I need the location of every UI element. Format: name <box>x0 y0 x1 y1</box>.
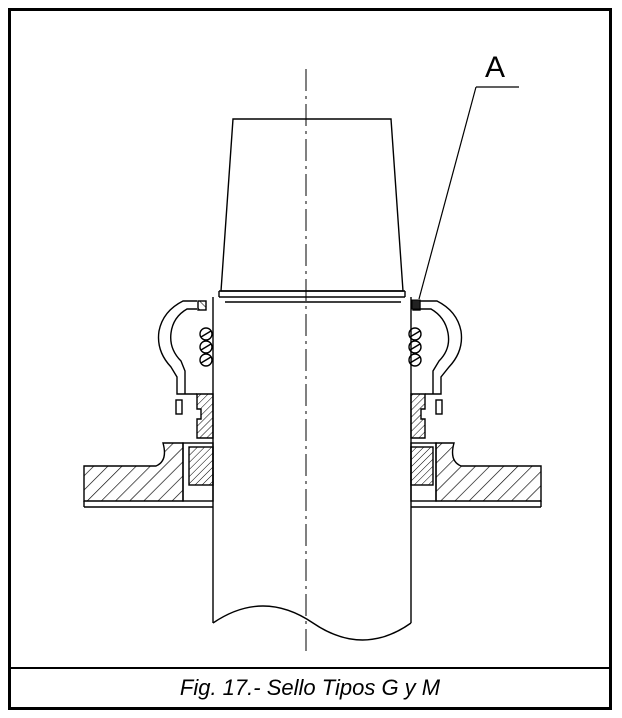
impeller-hub <box>220 118 404 292</box>
seal-cross-section-drawing: A <box>83 51 542 651</box>
spring-cage-left <box>157 300 197 395</box>
seal-face-right <box>410 393 426 439</box>
caption-band: Fig. 17.- Sello Tipos G y M <box>11 667 609 707</box>
tab-right <box>435 399 443 415</box>
part-a-marker <box>411 299 421 310</box>
housing-right <box>411 442 542 508</box>
figure-caption: Fig. 17.- Sello Tipos G y M <box>179 675 441 700</box>
seal-face-left <box>196 393 214 439</box>
figure-frame: A Fig. 17.- Sello Tipos G y M <box>8 8 612 710</box>
shaft <box>212 297 412 641</box>
retainer-ring-left <box>197 300 207 311</box>
seat-insert-left <box>188 446 214 486</box>
spring-cage-right <box>420 300 463 395</box>
spring-coils-left <box>199 327 213 367</box>
callout-leader <box>418 86 519 300</box>
spring-coils-right <box>408 327 422 367</box>
tab-left <box>175 399 183 415</box>
callout-label-a: A <box>485 51 505 84</box>
seat-insert-right <box>410 446 434 486</box>
